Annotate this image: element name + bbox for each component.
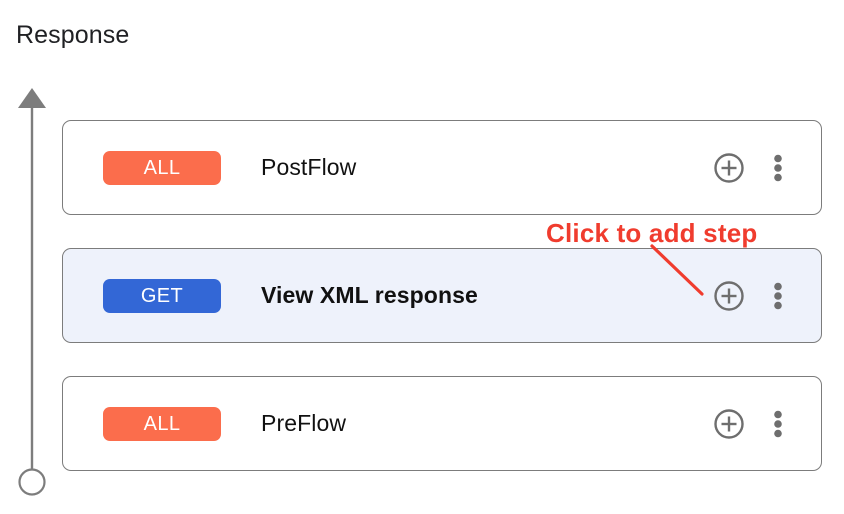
- flow-step-row-selected[interactable]: GET View XML response: [62, 248, 822, 343]
- flow-step-row[interactable]: ALL PostFlow: [62, 120, 822, 215]
- step-name-label: View XML response: [261, 282, 478, 308]
- plus-circle-icon[interactable]: [713, 280, 745, 312]
- step-method-badge: GET: [103, 278, 221, 313]
- step-method-badge: ALL: [103, 406, 221, 441]
- flow-steps-list: ALL PostFlow GET View XML response: [62, 120, 822, 471]
- kebab-menu-icon[interactable]: [767, 152, 789, 184]
- plus-circle-icon[interactable]: [713, 408, 745, 440]
- step-actions: [713, 408, 789, 440]
- step-name-label: PreFlow: [261, 410, 347, 436]
- flow-direction-arrow-icon: [18, 88, 46, 496]
- page-title: Response: [16, 21, 130, 49]
- step-method-badge: ALL: [103, 150, 221, 185]
- flow-step-row[interactable]: ALL PreFlow: [62, 376, 822, 471]
- annotation-callout-text: Click to add step: [546, 218, 758, 248]
- kebab-menu-icon[interactable]: [767, 280, 789, 312]
- kebab-menu-icon[interactable]: [767, 408, 789, 440]
- step-actions: [713, 280, 789, 312]
- step-name-label: PostFlow: [261, 154, 357, 180]
- plus-circle-icon[interactable]: [713, 152, 745, 184]
- step-actions: [713, 152, 789, 184]
